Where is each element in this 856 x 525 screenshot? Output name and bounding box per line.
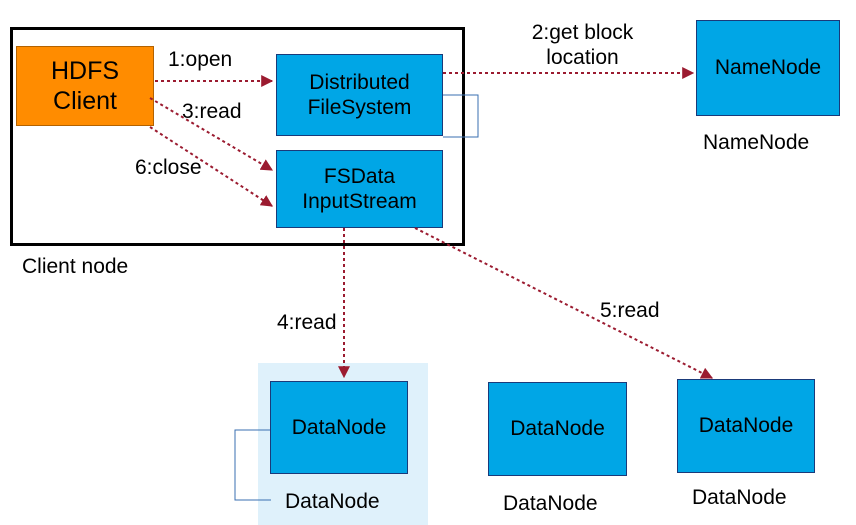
- namenode-caption: NameNode: [703, 131, 810, 154]
- client-node-label: Client node: [22, 255, 129, 278]
- namenode-box: NameNode: [696, 20, 840, 116]
- fsdata-line2: InputStream: [302, 190, 417, 213]
- datanode-box-3: DataNode: [677, 379, 815, 473]
- step-get-block-line2: location: [546, 46, 619, 70]
- distributed-fs-line1: Distributed: [309, 70, 410, 94]
- distributed-filesystem-box: Distributed FileSystem: [276, 54, 443, 136]
- hdfs-client-line2: Client: [53, 87, 117, 115]
- datanode-caption-3: DataNode: [692, 486, 787, 509]
- step-read4-label: 4:read: [277, 311, 337, 334]
- hdfs-client-box: HDFS Client: [16, 46, 154, 126]
- arrow-read-5: [414, 227, 714, 379]
- datanode-caption-2: DataNode: [503, 492, 598, 515]
- step-close-label: 6:close: [135, 156, 202, 179]
- step-read5-label: 5:read: [600, 299, 660, 322]
- datanode-box-1: DataNode: [270, 381, 408, 474]
- fsdata-line1: FSData: [323, 164, 396, 188]
- hdfs-client-line1: HDFS: [50, 57, 120, 85]
- arrow-close: [149, 126, 274, 207]
- fsdata-inputstream-box: FSData InputStream: [276, 150, 443, 228]
- step-open-label: 1:open: [168, 48, 233, 71]
- distributed-fs-line2: FileSystem: [307, 96, 412, 119]
- datanode-box-2: DataNode: [488, 382, 627, 476]
- datanode-caption-1: DataNode: [285, 490, 380, 513]
- step-read3-label: 3:read: [182, 100, 242, 123]
- step-get-block-line1: 2:get block: [531, 21, 634, 44]
- step-get-block-label: 2:get block location: [515, 20, 650, 70]
